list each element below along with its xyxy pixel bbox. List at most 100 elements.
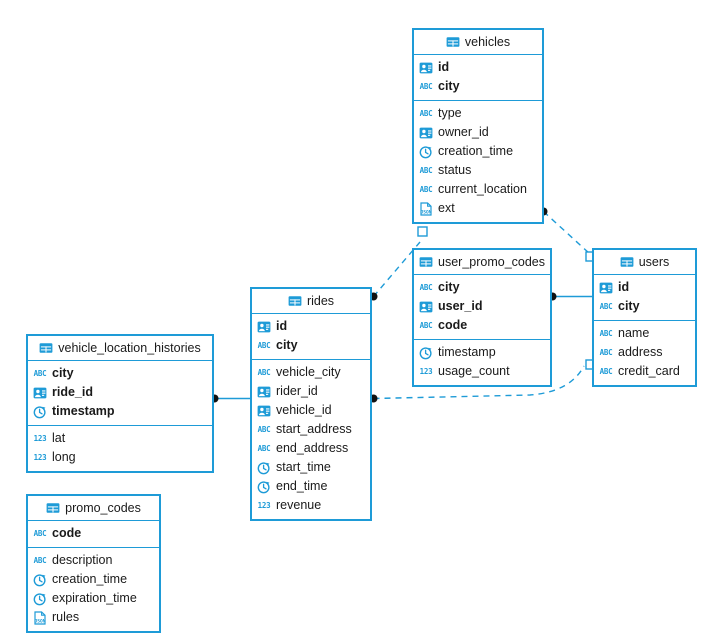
column-row[interactable]: ABC type (414, 104, 542, 123)
column-row[interactable]: creation_time (28, 570, 159, 589)
column-name: city (438, 280, 460, 294)
key-user-icon (257, 404, 271, 418)
primary-key-row[interactable]: id (414, 58, 542, 77)
table-title: user_promo_codes (438, 255, 546, 269)
column-name: creation_time (438, 144, 514, 158)
abc-icon: ABC (257, 424, 271, 434)
column-row[interactable]: end_time (252, 477, 370, 496)
table-header-user_promo_codes[interactable]: user_promo_codes (414, 250, 550, 275)
column-row[interactable]: start_time (252, 458, 370, 477)
relationship-vehicle-location-histories-to-rides[interactable] (210, 394, 251, 403)
abc-icon: ABC (599, 347, 613, 357)
column-row[interactable]: vehicle_id (252, 401, 370, 420)
clock-icon (257, 461, 271, 475)
primary-key-row[interactable]: timestamp (28, 402, 212, 421)
abc-icon: ABC (419, 165, 433, 175)
column-name: owner_id (438, 125, 489, 139)
table-header-vehicles[interactable]: vehicles (414, 30, 542, 55)
key-user-icon (419, 61, 433, 75)
table-header-vehicle_location_histories[interactable]: vehicle_location_histories (28, 336, 212, 361)
column-name: end_time (276, 479, 328, 493)
clock-icon (419, 346, 433, 360)
column-row[interactable]: ABC address (594, 343, 695, 362)
column-row[interactable]: JSON ext (414, 199, 542, 218)
column-name: address (618, 345, 663, 359)
key-user-icon (257, 385, 271, 399)
column-name: creation_time (52, 572, 128, 586)
column-name: ride_id (52, 385, 93, 399)
table-icon (39, 341, 53, 355)
column-name: start_address (276, 422, 352, 436)
svg-text:JSON: JSON (34, 618, 45, 624)
table-header-promo_codes[interactable]: promo_codes (28, 496, 159, 521)
abc-icon: ABC (419, 108, 433, 118)
key-user-icon (419, 126, 433, 140)
primary-key-row[interactable]: ride_id (28, 383, 212, 402)
relationship-user-promo-codes-to-users[interactable] (548, 292, 593, 301)
key-user-icon (257, 320, 271, 334)
table-header-rides[interactable]: rides (252, 289, 370, 314)
column-name: type (438, 106, 462, 120)
column-name: end_address (276, 441, 349, 455)
clock-icon (33, 405, 47, 419)
table-header-users[interactable]: users (594, 250, 695, 275)
column-row[interactable]: creation_time (414, 142, 542, 161)
column-row[interactable]: timestamp (414, 343, 550, 362)
primary-key-row[interactable]: id (594, 278, 695, 297)
column-name: lat (52, 431, 66, 445)
column-row[interactable]: ABC start_address (252, 420, 370, 439)
table-title: promo_codes (65, 501, 141, 515)
key-user-icon (419, 300, 433, 314)
key-user-icon (599, 281, 613, 295)
column-name: id (618, 280, 630, 294)
relationship-endpoint-square (417, 226, 428, 237)
primary-key-row[interactable]: user_id (414, 297, 550, 316)
column-row[interactable]: owner_id (414, 123, 542, 142)
column-row[interactable]: expiration_time (28, 589, 159, 608)
column-name: rider_id (276, 384, 318, 398)
table-title: vehicles (464, 35, 511, 49)
table-title: rides (306, 294, 335, 308)
primary-key-row[interactable]: id (252, 317, 370, 336)
column-name: ext (438, 201, 455, 215)
column-row[interactable]: rider_id (252, 382, 370, 401)
column-name: name (618, 326, 650, 340)
column-name: city (618, 299, 640, 313)
abc-icon: ABC (419, 320, 433, 330)
table-icon (620, 255, 634, 269)
number-icon: 123 (33, 452, 47, 462)
json-icon: JSON (419, 201, 433, 216)
abc-icon: ABC (599, 366, 613, 376)
